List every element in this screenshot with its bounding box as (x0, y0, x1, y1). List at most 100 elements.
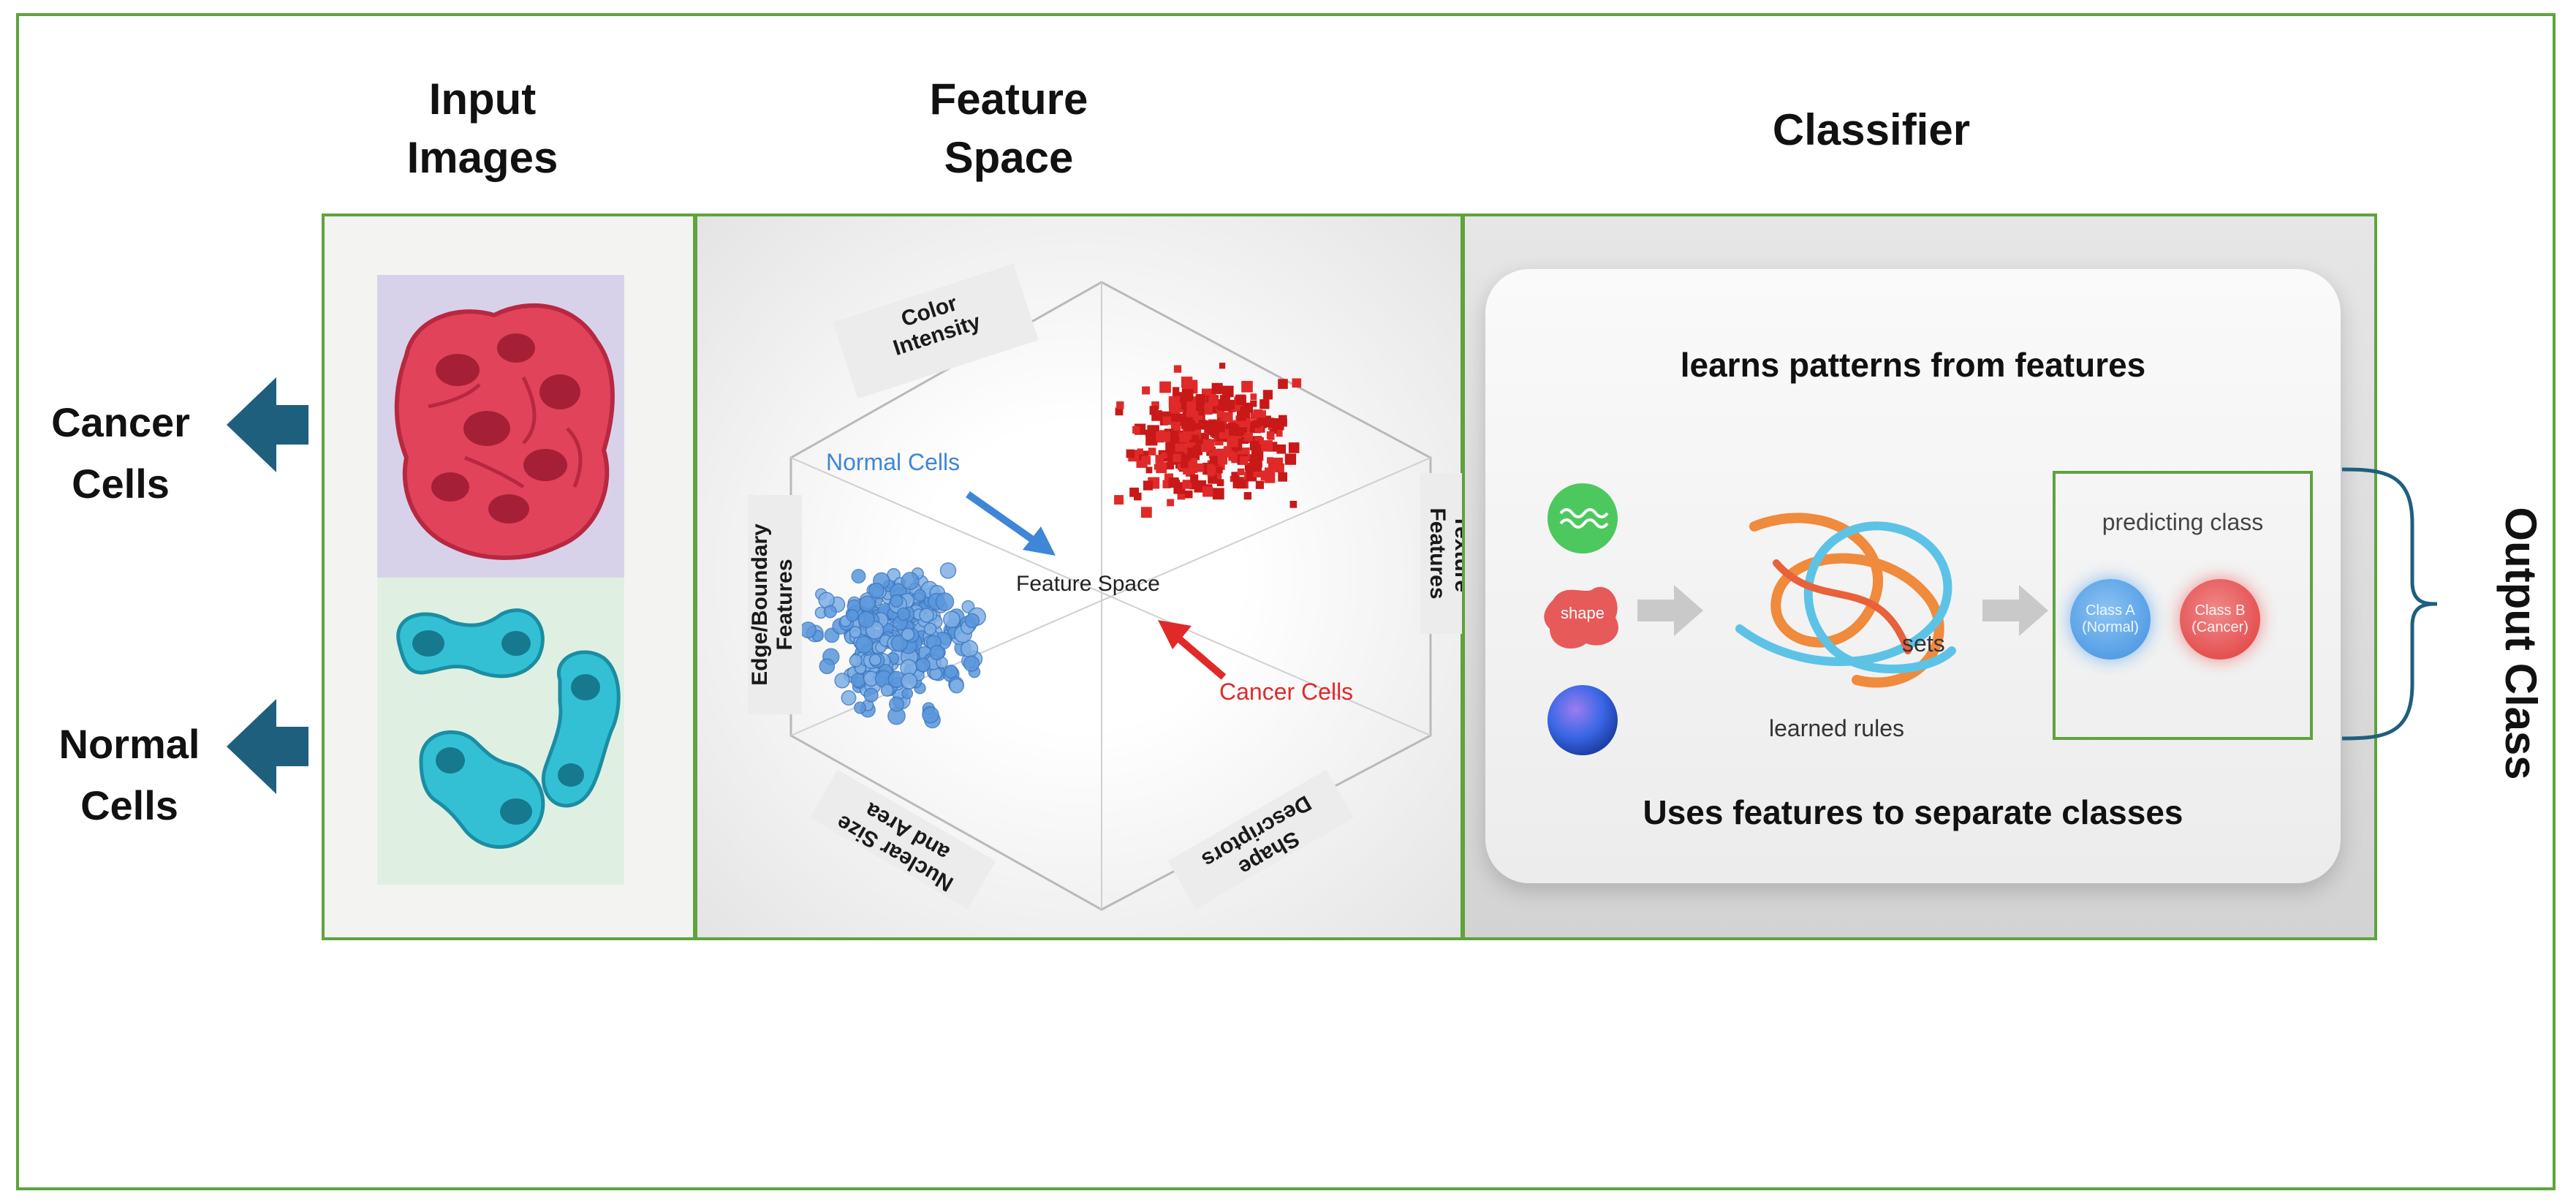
axis-texture-line2: Features (1425, 507, 1450, 600)
cancer-cell-dot (1213, 421, 1225, 433)
cancer-cell-dot (1261, 440, 1273, 452)
header-feature-space: Feature Space (892, 70, 1126, 187)
cancer-cell-dot (1114, 495, 1124, 505)
normal-cell-dot (896, 607, 911, 621)
cancer-cell-dot (1243, 402, 1253, 413)
normal-cells-label: Normal Cells (826, 449, 961, 475)
label-normal-line1: Normal (58, 721, 200, 767)
cancer-cell-dot (1276, 430, 1283, 437)
cancer-cell-dot (1257, 410, 1266, 420)
feature-space-center-label: Feature Space (1016, 572, 1160, 596)
cancer-cell-dot (1212, 488, 1224, 500)
axis-edge-line1: Edge/Boundary (748, 523, 772, 686)
cancer-cell-dot (1249, 459, 1262, 472)
cancer-cell-dot (1175, 443, 1186, 454)
cancer-cell-dot (1266, 431, 1275, 439)
normal-cell-dot (919, 608, 934, 623)
class-b-line2: (Cancer) (2192, 619, 2249, 635)
arrow-left-normal-icon (227, 699, 308, 794)
cancer-cell-dot (1115, 407, 1124, 416)
cancer-cell-dot (1209, 391, 1216, 398)
cancer-cell-dot (1140, 507, 1152, 518)
cancer-cell-dot (1189, 480, 1198, 490)
label-normal-cells: Normal Cells (38, 714, 221, 836)
cancer-cell-dot (1141, 456, 1151, 465)
cancer-cell-dot (1208, 474, 1217, 484)
normal-cell-dot (935, 592, 955, 611)
classifier-top-text: learns patterns from features (1680, 346, 2146, 384)
class-a-normal-circle: Class A (Normal) (2070, 579, 2151, 659)
output-class-label: Output Class (2496, 507, 2545, 780)
cancer-cell-dot (1237, 406, 1244, 414)
cancer-cell-dot (1145, 434, 1158, 446)
cancer-cell-dot (1162, 480, 1171, 488)
cancer-cell-dot (1250, 400, 1257, 407)
normal-cell-dot (846, 609, 859, 622)
cancer-cell-dot (1259, 399, 1270, 409)
cancer-cell-dot (1271, 417, 1284, 431)
cancer-cell-dot (1244, 432, 1253, 442)
cancer-cell-dot (1209, 456, 1220, 466)
normal-cell-dot (901, 687, 914, 700)
normal-cell-dot (913, 589, 927, 602)
cancer-cell-dot (1246, 464, 1253, 472)
cancer-cell-dot (1192, 434, 1200, 443)
cancer-cell-dot (1201, 443, 1210, 453)
cancer-cell-dot (1173, 480, 1181, 487)
normal-cell-dot (901, 627, 915, 641)
normal-cell-dot (863, 687, 879, 703)
cancer-cells-label: Cancer Cells (1219, 679, 1354, 705)
grey-arrow-1-icon (1637, 585, 1703, 636)
normal-cell-dot (857, 611, 875, 628)
cancer-cell-dot (1155, 455, 1164, 464)
cancer-cell-dot (1143, 480, 1153, 491)
cancer-cell-dot (1204, 420, 1216, 432)
normal-cell-dot (901, 673, 918, 690)
learned-rules-label: learned rules (1769, 715, 1904, 741)
normal-cell-dot (939, 562, 957, 579)
cancer-cell-dot (1177, 491, 1186, 500)
sphere-token-icon (1548, 685, 1618, 755)
cancer-cell-dot (1184, 490, 1193, 499)
cancer-cell-dot (1259, 419, 1265, 426)
header-feature-line1: Feature (929, 75, 1088, 124)
cancer-cell-dot (1187, 447, 1198, 458)
cancer-cell-dot (1249, 440, 1259, 450)
cancer-cell-dot (1173, 365, 1182, 373)
cancer-cell-dot (1219, 363, 1226, 369)
cancer-cell-dot (1190, 474, 1199, 483)
cancer-cell-dot (1145, 466, 1153, 474)
cancer-cell-dot (1227, 436, 1238, 447)
cancer-cell-dot (1268, 459, 1278, 469)
cancer-cell-dot (1208, 396, 1219, 407)
axis-edge-boundary: Edge/Boundary Features (748, 495, 802, 714)
cancer-cell-dot (1251, 448, 1264, 461)
cancer-cell-dot (1253, 469, 1262, 477)
normal-arrow-shaft (966, 491, 1043, 549)
cancer-cell-dot (1153, 464, 1160, 470)
normal-arrow-head-icon (1023, 526, 1056, 556)
normal-cell-dot (868, 654, 882, 667)
arrow-left-cancer-icon (227, 377, 308, 472)
label-cancer-line1: Cancer (51, 399, 190, 445)
normal-cell-dot (901, 572, 920, 591)
cancer-cell-dot (1221, 401, 1231, 412)
normal-cell-dot (855, 635, 874, 654)
cancer-cell-dot (1250, 393, 1257, 400)
cancer-cell-dot (1137, 448, 1143, 455)
cancer-cell-dot (1238, 480, 1247, 488)
cancer-cell-dot (1197, 414, 1203, 420)
cancer-cell-dot (1237, 468, 1245, 475)
cancer-cell-dot (1195, 463, 1205, 472)
cancer-cell-dot (1165, 441, 1178, 454)
label-cancer-line2: Cells (72, 461, 170, 507)
class-a-line2: (Normal) (2082, 619, 2139, 635)
cancer-cell-dot (1242, 410, 1251, 418)
cancer-cells-image (377, 275, 624, 578)
cancer-cell-dot (1278, 379, 1288, 389)
cancer-arrow-shaft (1170, 630, 1227, 680)
cancer-cell-dot (1151, 410, 1162, 421)
class-b-line1: Class B (2194, 602, 2246, 619)
cancer-cell-dot (1182, 480, 1192, 489)
normal-cell-dot (880, 684, 894, 697)
